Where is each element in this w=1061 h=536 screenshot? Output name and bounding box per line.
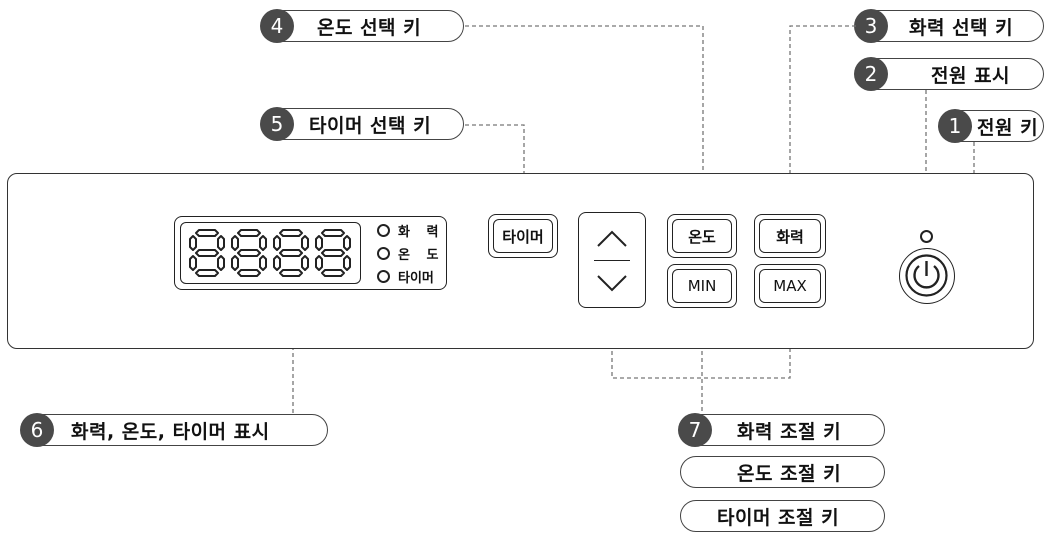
callout-power-indicator: 2 전원 표시 — [854, 57, 1044, 91]
power-level-key-frame — [754, 214, 826, 258]
callout-power-level-select: 3 화력 선택 키 — [854, 9, 1044, 43]
callout-label: 타이머 선택 키 — [309, 114, 432, 137]
up-down-key-frame — [578, 212, 646, 308]
timer-key-frame — [488, 214, 558, 258]
temp-key[interactable]: 온도 — [672, 219, 732, 253]
seven-segment-display — [180, 222, 361, 284]
control-panel — [7, 173, 1034, 349]
up-down-divider — [594, 260, 630, 261]
callout-power-key: 1 전원 키 — [938, 109, 1044, 143]
seven-segment-digit — [231, 229, 267, 277]
callout-label: 온도 조절 키 — [737, 462, 842, 485]
chevron-up-icon — [597, 230, 627, 247]
indicator-temperature: 온 도 — [377, 244, 444, 263]
down-key[interactable] — [584, 262, 640, 302]
seven-segment-digit — [273, 229, 309, 277]
power-indicator-led — [920, 230, 933, 243]
indicator-led — [377, 224, 390, 237]
callout-timer-select: 5 타이머 선택 키 — [260, 107, 464, 141]
timer-key[interactable]: 타이머 — [493, 219, 553, 253]
display-window — [174, 216, 447, 290]
callout-label: 온도 선택 키 — [317, 16, 422, 39]
power-icon — [905, 254, 948, 297]
callout-adjust-keys-temp: 온도 조절 키 — [680, 456, 885, 488]
callout-number: 7 — [678, 413, 712, 447]
indicator-led — [377, 247, 390, 260]
seven-segment-digit — [189, 229, 225, 277]
indicator-timer: 타이머 — [377, 267, 434, 286]
callout-number: 6 — [20, 413, 54, 447]
indicator-label: 온 도 — [398, 248, 445, 263]
max-key-frame — [754, 264, 826, 308]
power-level-key[interactable]: 화력 — [759, 219, 821, 253]
min-key[interactable]: MIN — [672, 269, 732, 303]
callout-label: 전원 키 — [977, 116, 1039, 139]
callout-label: 전원 표시 — [931, 64, 1011, 87]
callout-label: 타이머 조절 키 — [717, 506, 840, 529]
power-key[interactable] — [899, 248, 955, 304]
callout-number: 3 — [854, 9, 888, 43]
callout-label: 화력 조절 키 — [737, 420, 842, 443]
chevron-down-icon — [597, 275, 627, 292]
callout-number: 2 — [854, 57, 888, 91]
indicator-power-level: 화 력 — [377, 221, 444, 240]
indicator-label: 화 력 — [398, 225, 445, 240]
temp-key-frame — [667, 214, 737, 258]
min-key-frame — [667, 264, 737, 308]
callout-display: 6 화력, 온도, 타이머 표시 — [20, 413, 328, 447]
up-key[interactable] — [584, 218, 640, 258]
callout-number: 1 — [938, 109, 972, 143]
callout-number: 4 — [260, 9, 294, 43]
seven-segment-digits — [189, 229, 351, 277]
callout-adjust-keys-timer: 타이머 조절 키 — [680, 500, 885, 532]
callout-number: 5 — [260, 107, 294, 141]
callout-label: 화력, 온도, 타이머 표시 — [71, 420, 270, 443]
max-key[interactable]: MAX — [759, 269, 821, 303]
callout-temp-select: 4 온도 선택 키 — [260, 9, 464, 43]
indicator-label: 타이머 — [398, 271, 434, 286]
callout-adjust-keys: 7 화력 조절 키 — [678, 413, 885, 447]
indicator-led — [377, 270, 390, 283]
callout-label: 화력 선택 키 — [909, 16, 1014, 39]
seven-segment-digit — [315, 229, 351, 277]
